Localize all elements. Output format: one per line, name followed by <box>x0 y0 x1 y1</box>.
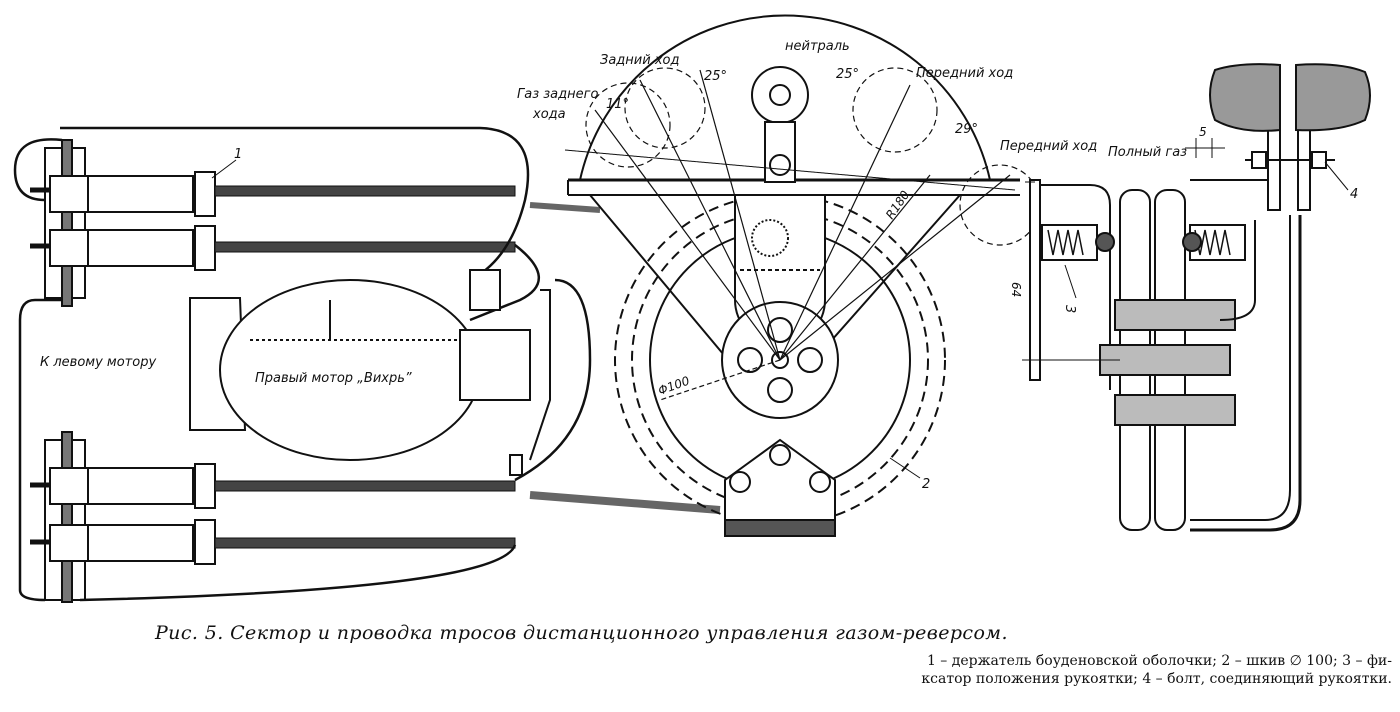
handle-lever <box>721 66 839 419</box>
angle-3: 29° <box>955 122 978 137</box>
figure-legend: 1 – держатель боуденовской оболочки; 2 –… <box>692 652 1392 688</box>
dimension-5 <box>1185 138 1225 158</box>
label-left-motor: К левому мотору <box>40 355 156 370</box>
callout-1: 1 <box>234 147 242 162</box>
angle-1: 25° <box>704 69 727 84</box>
label-reverse-gas-2: хода <box>532 107 566 122</box>
dimension-64 <box>1022 181 1120 361</box>
callout-2: 2 <box>922 477 930 492</box>
dim-r180: R180 <box>883 188 913 222</box>
legend-line-2: ксатор положения рукоятки; 4 – болт, сое… <box>921 671 1392 687</box>
label-right-motor: Правый мотор „Вихрь” <box>255 371 412 386</box>
label-neutral: нейтраль <box>785 39 850 54</box>
bottom-bracket <box>724 438 836 537</box>
callout-leaders <box>211 149 1349 479</box>
angle-4: 11° <box>606 97 629 112</box>
label-forward-top: Передний ход <box>916 66 1013 81</box>
angle-2: 25° <box>836 67 859 82</box>
cable-loops <box>13 126 721 602</box>
cable-control-diagram: нейтраль Задний ход Газ заднего хода Пер… <box>13 14 1371 603</box>
upper-sheath-holders <box>30 139 516 307</box>
label-reverse: Задний ход <box>600 53 679 68</box>
figure-caption: Рис. 5. Сектор и проводка тросов дистанц… <box>155 622 1008 644</box>
right-motor-outline <box>189 269 551 476</box>
lower-sheath-holders <box>30 431 516 603</box>
legend-line-1: 1 – держатель боуденовской оболочки; 2 –… <box>926 653 1392 669</box>
callout-4: 4 <box>1350 187 1358 202</box>
position-lines <box>594 69 1011 401</box>
position-circles <box>585 67 1041 246</box>
dim-d100: Φ100 <box>656 373 692 397</box>
label-forward-right: Передний ход <box>1000 139 1097 154</box>
dim-5: 5 <box>1199 125 1207 139</box>
label-full-gas: Полный газ <box>1108 145 1187 160</box>
dim-64: 64 <box>1009 282 1023 297</box>
handle-section <box>1029 63 1371 532</box>
label-reverse-gas-1: Газ заднего <box>517 87 598 102</box>
callout-3: 3 <box>1062 305 1077 313</box>
